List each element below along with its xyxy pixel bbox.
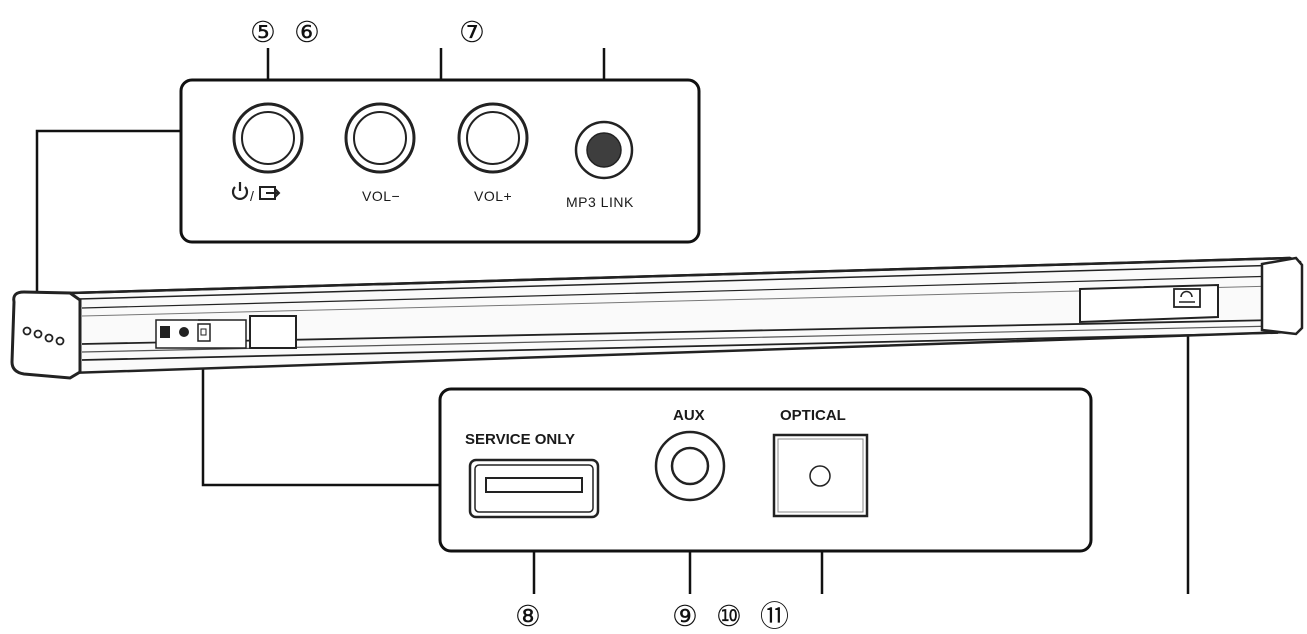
callout-11: ⑪	[760, 599, 789, 633]
power-separator: /	[250, 188, 254, 204]
right-compartment	[1079, 283, 1219, 324]
mp3-link-label: MP3 LINK	[566, 194, 634, 210]
end-cap-buttons[interactable]	[22, 326, 65, 346]
vol-down-label: VOL−	[362, 188, 400, 204]
top-control-panel: / VOL− VOL+ MP3 LINK	[179, 78, 701, 244]
bottom-port-panel: SERVICE ONLY AUX OPTICAL	[438, 387, 1093, 553]
bottom-panel-frame	[438, 387, 1093, 553]
vol-up-button[interactable]	[457, 102, 529, 174]
input-source-icon	[259, 186, 281, 200]
rear-port-recess	[155, 315, 297, 349]
power-icon	[231, 182, 249, 200]
service-only-label: SERVICE ONLY	[465, 431, 575, 448]
callout-9: ⑨	[672, 599, 698, 633]
callout-8: ⑧	[515, 599, 541, 633]
vol-up-label: VOL+	[474, 188, 512, 204]
mp3-link-jack[interactable]	[574, 120, 634, 180]
top-panel-frame	[179, 78, 701, 244]
aux-label: AUX	[673, 407, 705, 424]
callout-6: ⑥	[294, 15, 320, 49]
callout-5: ⑤	[250, 15, 276, 49]
vol-down-button[interactable]	[344, 102, 416, 174]
callout-7: ⑦	[459, 15, 485, 49]
optical-label: OPTICAL	[780, 407, 846, 424]
callout-10: ⑩	[716, 599, 742, 633]
usb-port-icon[interactable]	[468, 458, 600, 519]
optical-port-icon[interactable]	[772, 433, 869, 518]
aux-jack-icon[interactable]	[654, 430, 726, 502]
power-input-button[interactable]	[232, 102, 304, 174]
